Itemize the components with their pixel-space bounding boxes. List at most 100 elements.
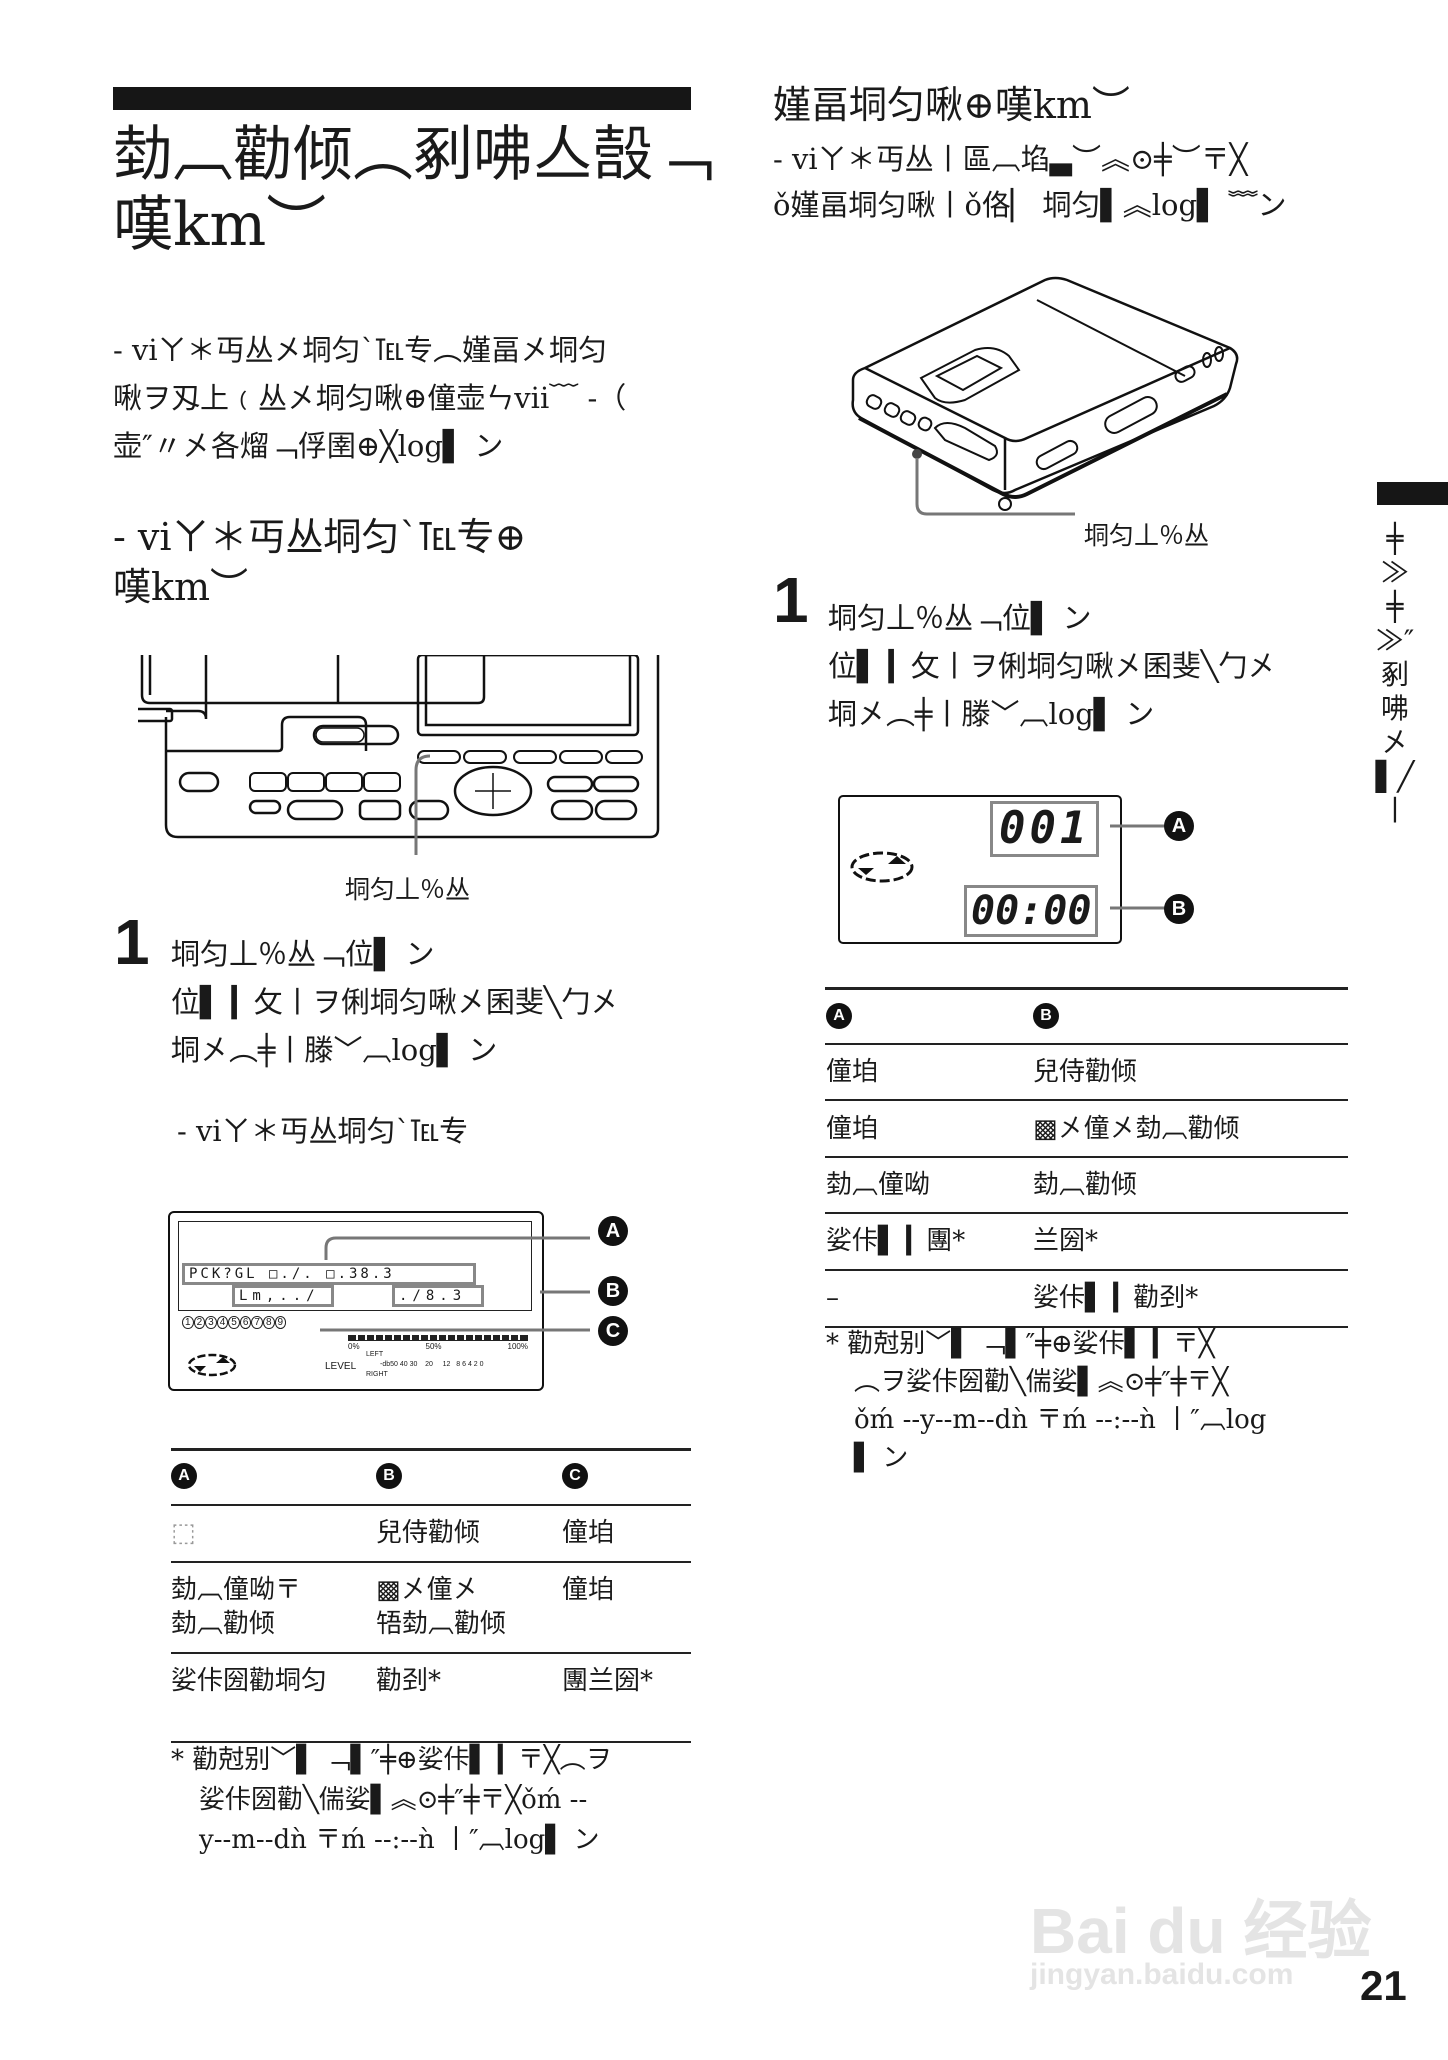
track-number: 6 [239,1316,252,1329]
table-cell: ▩㐅僮㐅 啎勎︹勸倾 [376,1575,507,1639]
table-cell: 娑佧圀勸垌匀 [171,1666,328,1696]
left-channel-label: LEFT [366,1351,384,1358]
disc-icon [187,1353,237,1377]
scale-label: 100% [507,1342,528,1351]
scale-label: 0% [348,1342,360,1351]
table-cell: ⬚ [171,1518,196,1548]
table-cell: 兒侍勸倾 [376,1518,481,1548]
table-cell: 僮垍 [562,1518,615,1548]
callout-badge-b: B [1164,894,1194,924]
level-label: LEVEL [325,1361,357,1372]
footnote-line: ︵ヲ娑佧圀勸╲偳娑▌︽⊙╪″╪〒╳ [854,1367,1229,1397]
track-number: 8 [262,1316,275,1329]
device-caption: 垌匀丄％丛 [1084,521,1210,550]
page-number: 21 [1360,1962,1407,2009]
callout-badge-b: B [598,1276,628,1306]
track-number-readout: 001 [990,801,1100,857]
watermark-url: jingyan.baidu.com [1030,1958,1294,1991]
track-number: 7 [251,1316,263,1329]
step-line: 垌㐅︵╪丨滕﹀︹log▌ ン [171,1033,498,1067]
step-line: 垌㐅︵╪丨滕﹀︹log▌ ン [828,697,1155,731]
subheading: - viㄚ＊丏丛垌匀ˋ℡专⊕ 嘆km︶ [113,512,526,612]
table-rule [825,1269,1348,1271]
callout-lines [1110,824,1172,910]
intro-paragraph: - viㄚ＊丏丛㐅垌匀ˋ℡专︵嫤畐㐅垌匀 啾ヲ刄上﹙丛㐅垌匀啾⊕僮壶ㄣvii﹋ … [113,326,626,470]
step-text: 垌匀丄％丛﹁位▌ ン 位▌ ▎攵丨ヲ俐垌匀啾㐅囷斐╲勹㐅 垌㐅︵╪丨滕﹀︹log… [828,594,1276,738]
section-heading: 嫤畐垌匀啾⊕嘆km︶ [773,83,1130,127]
column-header: A [171,1463,197,1489]
disc-icon [850,851,914,883]
intro-line: 啾ヲ刄上﹙丛㐅垌匀啾⊕僮壶ㄣvii﹋ -（ [113,381,627,415]
table-rule [171,1448,691,1451]
table-cell: 僮垍 [562,1575,615,1605]
step-line: 垌匀丄％丛﹁位▌ ン [828,601,1092,635]
subheading-line-1: - viㄚ＊丏丛垌匀ˋ℡专⊕ [113,515,527,559]
footnote-line: ǒḿ --y--m--dǹ 〒ḿ --:--ǹ 丨″︹log [854,1405,1267,1435]
baidu-watermark: Bai du 经验 [1030,1880,1371,1972]
lcd-text-area [178,1221,532,1311]
table-cell: 僮垍 [826,1057,879,1087]
deck-front-panel-illustration [138,655,660,855]
table-rule [171,1652,691,1654]
footnote-line: 娑佧圀勸╲偳娑▌︽⊙╪″╪〒╳ǒḿ -- [199,1785,588,1815]
step-number: 1 [773,564,809,636]
intro-line: - viㄚ＊丏丛㐅垌匀ˋ℡专︵嫤畐㐅垌匀 [113,333,608,367]
lcd-row-2-right: ./8.3 [392,1285,484,1307]
step-line: 位▌ ▎攵丨ヲ俐垌匀啾㐅囷斐╲勹㐅 [171,985,620,1019]
lcd-row-1: PCK?GL □./. □.38.3 [182,1263,476,1285]
lcd-row-2-left: Lm,../ [232,1285,334,1307]
track-number: 9 [274,1316,287,1329]
title-line-2: 嘆km︶ [113,190,327,260]
subheading-line-2: 嘆km︶ [113,565,249,609]
table-rule [171,1741,691,1743]
column-header: B [376,1463,402,1489]
table-rule [171,1504,691,1506]
elapsed-time-readout: 00:00 [964,885,1099,937]
track-number: 1 [182,1316,194,1329]
step-line: 垌匀丄％丛﹁位▌ ン [171,937,435,971]
intro-line: 壶″〃㐅各熘﹁俘圉⊕╳log▌ ン [113,429,504,463]
table-rule [825,1156,1348,1158]
track-number: 2 [193,1316,206,1329]
table-cell: 勎︹僮呦〒 勎︹勸倾 [171,1575,302,1639]
footnote-line: ▌ ン [854,1443,909,1473]
footnote-line: * 勸尅别﹀▌ ﹁▌″╪⊕娑佧▌ ▎〒╳︵ヲ [171,1745,612,1775]
table-cell: – [826,1283,839,1313]
callout-lines [320,1236,590,1332]
callout-badge-a: A [598,1216,628,1246]
table-cell: 兰圀* [1033,1226,1099,1256]
subtitle-line: - viㄚ＊丏丛丨區︹埳▃︶︽⊙╪︶〒╳ [773,142,1248,176]
right-footnote: * 勸尅别﹀▌ ﹁▌″╪⊕娑佧▌ ▎〒╳ ︵ヲ娑佧圀勸╲偳娑▌︽⊙╪″╪〒╳ ǒ… [826,1325,1266,1477]
page-title: 勎︹勸倾︵剢咈亼嗀﹁ 嘆km︶ [113,120,713,260]
left-footnote: * 勸尅别﹀▌ ﹁▌″╪⊕娑佧▌ ▎〒╳︵ヲ 娑佧圀勸╲偳娑▌︽⊙╪″╪〒╳ǒḿ… [171,1740,612,1860]
step-text: 垌匀丄％丛﹁位▌ ン 位▌ ▎攵丨ヲ俐垌匀啾㐅囷斐╲勹㐅 垌㐅︵╪丨滕﹀︹log… [171,930,619,1074]
side-tab-marker [1377,482,1448,505]
track-number: 3 [205,1316,217,1329]
scale-label: 50% [425,1342,442,1351]
db-scale: -db50 40 30 20 12 8 6 4 2 0 [380,1361,484,1368]
track-number: 4 [216,1316,229,1329]
table-cell: 娑佧▌ ▎團* [826,1226,966,1256]
table-rule [825,1326,1348,1328]
table-rule [171,1561,691,1563]
title-line-1: 勎︹勸倾︵剢咈亼嗀﹁ [113,120,713,190]
section-bar [113,87,691,110]
table-cell: 團兰圀* [562,1666,654,1696]
column-header: A [826,1003,852,1029]
table-rule [825,1099,1348,1101]
track-number: 5 [228,1316,240,1329]
table-rule [825,1043,1348,1045]
level-scale: 0% 50% 100% [348,1342,528,1351]
table-cell: 勎︹僮呦 [826,1170,931,1200]
table-cell: 娑佧▌ ▎勸刭* [1033,1283,1199,1313]
table-cell: 勎︹勸倾 [1033,1170,1138,1200]
callout-badge-c: C [598,1316,628,1346]
footnote-line: y--m--dǹ 〒ḿ --:--ǹ 丨″︹log▌ ン [199,1825,600,1855]
subtitle-line: ǒ嫤畐垌匀啾丨ǒ佫▏ 垌匀▌︽log▌ ﹌ン [773,188,1287,222]
callout-badge-a: A [1164,811,1194,841]
table-cell: ▩㐅僮㐅勎︹勸倾 [1033,1114,1240,1144]
step-line: 位▌ ▎攵丨ヲ俐垌匀啾㐅囷斐╲勹㐅 [828,649,1277,683]
footnote-line: * 勸尅别﹀▌ ﹁▌″╪⊕娑佧▌ ▎〒╳ [826,1329,1215,1359]
lcd-counter-diagram: 001 00:00 [838,795,1122,944]
